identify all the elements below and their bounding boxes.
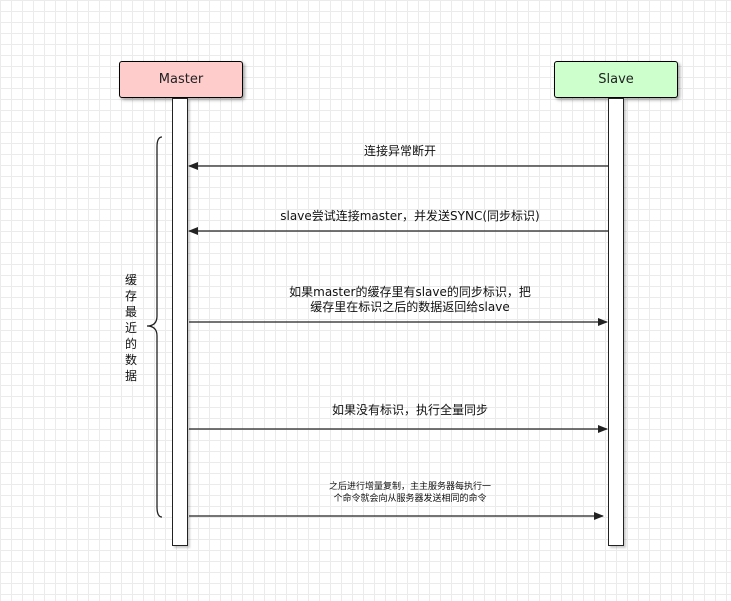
message-label-3-line2: 缓存里在标识之后的数据返回给slave [310, 300, 510, 314]
brace-char: 缓 [124, 273, 137, 287]
brace-char: 数 [124, 353, 137, 367]
brace-char: 据 [124, 369, 137, 383]
message-label-5-line1: 之后进行增量复制，主主服务器每执行一 [328, 482, 491, 492]
brace-label: 缓 存 最 近 的 数 据 [124, 272, 138, 384]
slave-actor: Slave [554, 61, 678, 98]
message-label-2: slave尝试连接master，并发送SYNC(同步标识) [280, 209, 540, 223]
message-label-3-line1: 如果master的缓存里有slave的同步标识，把 [289, 285, 531, 299]
slave-lifeline [608, 98, 624, 546]
brace-char: 近 [124, 321, 137, 335]
message-label-4: 如果没有标识，执行全量同步 [331, 403, 488, 417]
curly-brace [146, 136, 163, 518]
brace-char: 的 [124, 337, 137, 351]
brace-char: 存 [124, 289, 137, 303]
brace-char: 最 [124, 305, 137, 319]
master-actor: Master [119, 61, 243, 98]
message-label-5-line2: 个命令就会向从服务器发送相同的命令 [333, 494, 487, 504]
master-lifeline [172, 98, 188, 546]
message-label-3: 如果master的缓存里有slave的同步标识，把 缓存里在标识之后的数据返回给… [260, 285, 560, 315]
message-label-5: 之后进行增量复制，主主服务器每执行一 个命令就会向从服务器发送相同的命令 [290, 481, 530, 505]
message-label-1: 连接异常断开 [363, 144, 436, 158]
